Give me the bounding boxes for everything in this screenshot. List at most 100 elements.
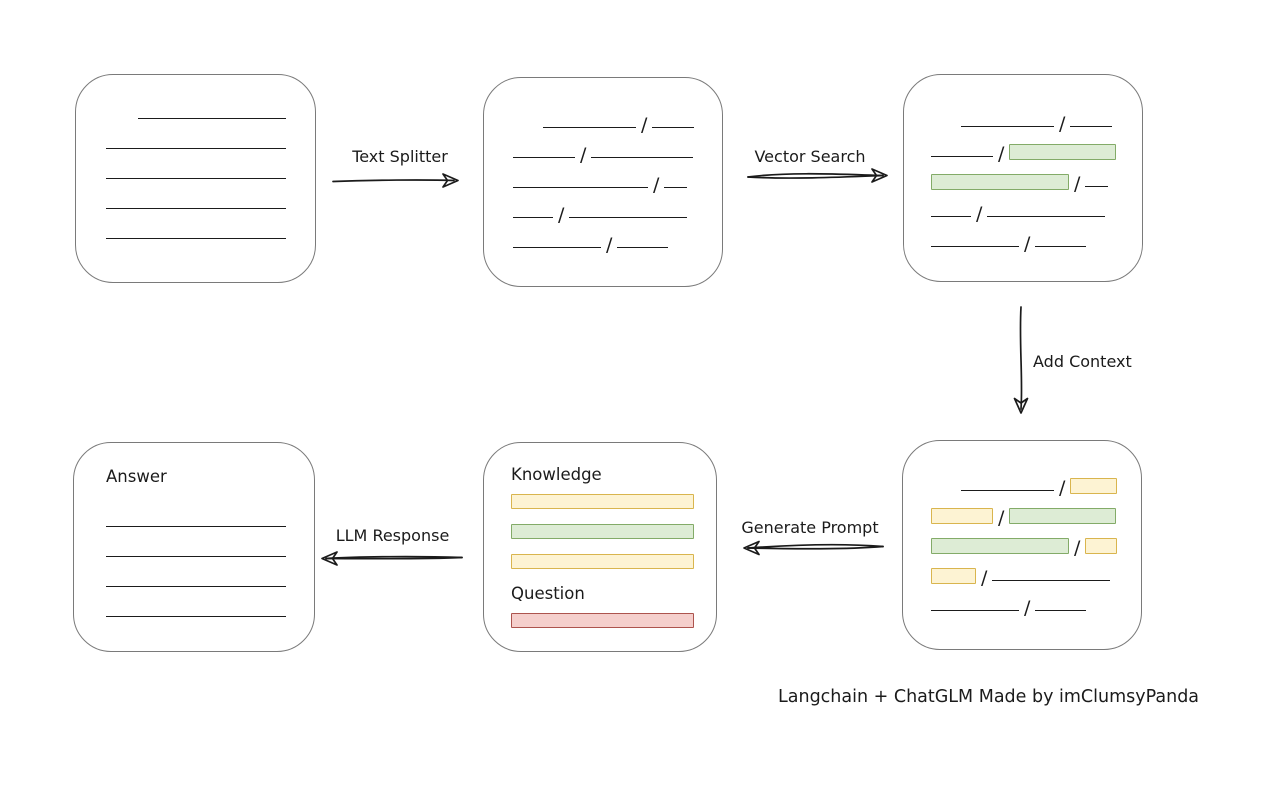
text-line xyxy=(1070,124,1113,127)
red-chunk-bar xyxy=(511,613,694,628)
text-line xyxy=(513,185,648,188)
vector-search-arrow-right-icon xyxy=(747,168,888,183)
text-line xyxy=(106,554,286,557)
text-line xyxy=(106,176,286,179)
chunk-row: / xyxy=(931,491,1141,528)
node-answer: Answer xyxy=(73,442,315,652)
slash-separator: / xyxy=(976,203,983,225)
chunk-row: / xyxy=(931,127,1142,164)
text-line xyxy=(961,488,1054,491)
slash-separator: / xyxy=(1074,173,1081,195)
node-matched-chunks: / / / / / xyxy=(903,74,1143,282)
knowledge-bars xyxy=(511,494,716,569)
text-line xyxy=(106,236,286,239)
chunk-row: / xyxy=(931,97,1142,134)
slash-separator: / xyxy=(1059,477,1066,499)
text-line xyxy=(931,244,1019,247)
credit-caption: Langchain + ChatGLM Made by imClumsyPand… xyxy=(778,687,1200,707)
llm-response-label: LLM Response xyxy=(335,526,450,545)
slash-separator: / xyxy=(606,234,613,256)
slash-separator: / xyxy=(1024,233,1031,255)
text-line xyxy=(617,245,669,248)
chunk-row: / xyxy=(931,581,1141,618)
document-lines xyxy=(76,75,315,239)
slash-separator: / xyxy=(653,174,660,196)
highlight-green xyxy=(1009,508,1117,524)
chunk-row: / xyxy=(931,521,1141,558)
text-line xyxy=(987,214,1106,217)
matched-chunk-lines: / / / / / xyxy=(904,75,1142,254)
chunk-row xyxy=(106,557,314,587)
text-line xyxy=(106,614,286,617)
yellow-chunk-bar xyxy=(511,494,694,509)
slash-separator: / xyxy=(1074,537,1081,559)
indent-gap xyxy=(931,490,961,491)
chunk-row: / xyxy=(931,461,1141,498)
slash-separator: / xyxy=(981,567,988,589)
text-line xyxy=(1085,184,1109,187)
text-line xyxy=(931,214,971,217)
vector-search-label: Vector Search xyxy=(754,147,866,166)
add-context-arrow-down-icon xyxy=(1013,306,1029,414)
text-line xyxy=(138,116,286,119)
slash-separator: / xyxy=(1024,597,1031,619)
generate-prompt-label: Generate Prompt xyxy=(741,518,879,537)
text-line xyxy=(106,584,286,587)
highlight-green xyxy=(1009,144,1117,160)
generate-prompt-arrow-left-icon xyxy=(743,540,884,556)
highlight-yellow xyxy=(1085,538,1118,554)
chunk-row: / xyxy=(513,218,722,255)
chunk-row xyxy=(106,587,314,617)
highlight-green xyxy=(931,538,1069,554)
question-label: Question xyxy=(511,584,585,603)
text-line xyxy=(931,154,993,157)
text-line xyxy=(513,215,553,218)
green-chunk-bar xyxy=(511,524,694,539)
slash-separator: / xyxy=(998,507,1005,529)
chunk-row xyxy=(106,209,315,239)
chunk-row: / xyxy=(513,128,722,165)
text-line xyxy=(961,124,1054,127)
chunk-row: / xyxy=(931,157,1142,194)
chunk-row: / xyxy=(513,188,722,225)
text-line xyxy=(1035,244,1087,247)
text-line xyxy=(652,125,695,128)
text-line xyxy=(1035,608,1087,611)
context-chunk-lines: / / / / / xyxy=(903,441,1141,618)
text-line xyxy=(992,578,1111,581)
text-line xyxy=(513,155,575,158)
highlight-yellow xyxy=(1070,478,1118,494)
chunk-row xyxy=(106,89,315,119)
llm-response-arrow-left-icon xyxy=(321,551,463,566)
chunk-row xyxy=(106,119,315,149)
chunk-row xyxy=(106,527,314,557)
node-source-document xyxy=(75,74,316,283)
text-line xyxy=(569,215,688,218)
indent-gap xyxy=(513,127,543,128)
chunk-row: / xyxy=(931,217,1142,254)
text-line xyxy=(664,185,688,188)
slash-separator: / xyxy=(641,114,648,136)
chunk-row xyxy=(106,497,314,527)
highlight-yellow xyxy=(931,508,993,524)
text-line xyxy=(106,524,286,527)
indent-gap xyxy=(931,126,961,127)
chunk-lines: / / / / / xyxy=(484,78,722,255)
text-line xyxy=(931,608,1019,611)
chunk-row: / xyxy=(931,187,1142,224)
indent-gap xyxy=(106,118,138,119)
text-line xyxy=(106,146,286,149)
slash-separator: / xyxy=(558,204,565,226)
slash-separator: / xyxy=(998,143,1005,165)
answer-lines xyxy=(106,497,314,617)
knowledge-label: Knowledge xyxy=(511,465,602,484)
node-prompt: Knowledge Question xyxy=(483,442,717,652)
question-bars xyxy=(511,613,716,628)
text-splitter-arrow-right-icon xyxy=(332,173,459,188)
text-line xyxy=(543,125,636,128)
text-line xyxy=(513,245,601,248)
answer-label: Answer xyxy=(106,467,167,486)
add-context-label: Add Context xyxy=(1033,352,1132,371)
slash-separator: / xyxy=(580,144,587,166)
